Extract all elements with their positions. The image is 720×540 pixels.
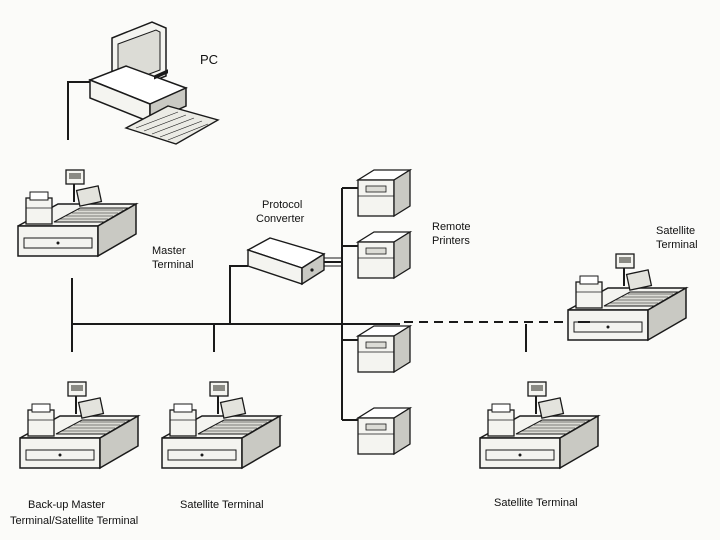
- satellite-terminal-mid-icon: [161, 381, 281, 469]
- desktop-computer-icon: [87, 21, 220, 145]
- printer-icon: [357, 169, 411, 217]
- protocol-converter-icon: [246, 237, 326, 286]
- protocol-converter-label: Protocol Converter: [256, 199, 305, 225]
- converter-cable: [322, 257, 342, 267]
- printer-icon: [357, 231, 411, 279]
- satellite-terminal-right-icon: [567, 253, 687, 341]
- connection-lines: [67, 81, 527, 421]
- converter-bus-link: [229, 265, 248, 324]
- pc-label: PC: [200, 52, 218, 67]
- printer-icon: [357, 325, 411, 373]
- backup-master-label: Back-up Master Terminal/Satellite Termin…: [10, 499, 138, 527]
- pc-master-link: [67, 81, 96, 140]
- printer-icon: [357, 407, 411, 455]
- master-terminal-label: Master Terminal: [152, 245, 194, 271]
- satellite-terminal-bottom-right-label: Satellite Terminal: [494, 497, 578, 509]
- remote-printers-label: Remote Printers: [432, 221, 474, 247]
- satellite-terminal-mid-label: Satellite Terminal: [180, 499, 264, 511]
- backup-master-terminal-icon: [19, 381, 139, 469]
- master-terminal-icon: [17, 169, 137, 257]
- satellite-terminal-right-label: Satellite Terminal: [656, 225, 698, 251]
- satellite-terminal-bottom-right-icon: [479, 381, 599, 469]
